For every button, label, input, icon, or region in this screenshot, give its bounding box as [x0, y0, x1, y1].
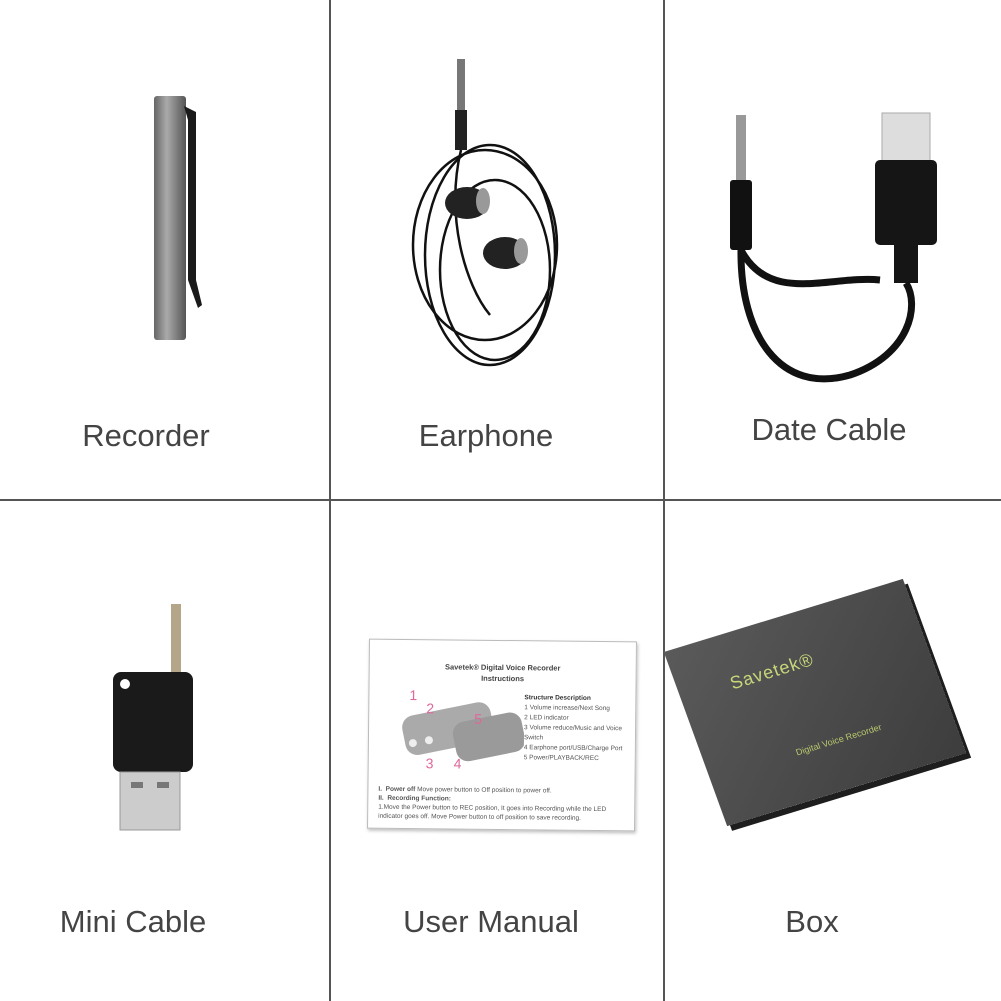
- structure-title: Structure Description: [524, 694, 591, 702]
- recording-text: 1.Move the Power button to REC position,…: [378, 803, 607, 822]
- user-manual-label: User Manual: [403, 904, 579, 939]
- power-off-text: Move power button to Off position to pow…: [417, 786, 552, 795]
- recording-num: II.: [378, 794, 384, 802]
- mini-cable-label: Mini Cable: [59, 904, 207, 939]
- recorder-label: Recorder: [82, 418, 210, 453]
- grid-divider-horizontal: [0, 499, 1001, 501]
- power-off-num: I.: [378, 785, 383, 793]
- structure-item: 3 Volume reduce/Music and Voice Switch: [523, 724, 623, 742]
- recorder-image: [154, 96, 202, 340]
- manual-number-1: 1: [409, 688, 417, 703]
- structure-description: Structure Description 1 Volume increase/…: [524, 693, 635, 764]
- date-cable-label: Date Cable: [751, 412, 907, 447]
- earphone-label: Earphone: [418, 418, 554, 453]
- recording-title: Recording Function:: [387, 794, 451, 803]
- manual-instructions: I. Power off Move power button to Off po…: [378, 785, 624, 824]
- box-label: Box: [785, 904, 839, 939]
- manual-number-5: 5: [474, 711, 482, 727]
- user-manual-image: Savetek® Digital Voice Recorder Instruct…: [367, 638, 637, 832]
- mini-cable-image: [113, 604, 193, 831]
- manual-number-4: 4: [454, 755, 462, 771]
- power-off-title: Power off: [385, 785, 416, 794]
- box-brand-logo: Savetek®: [727, 649, 817, 694]
- manual-subtitle: Instructions: [481, 673, 525, 684]
- earphone-image: [411, 59, 559, 367]
- manual-number-3: 3: [426, 755, 434, 771]
- date-cable-image: [730, 112, 937, 383]
- box-subtitle: Digital Voice Recorder: [794, 721, 883, 758]
- manual-title: Savetek® Digital Voice Recorder: [444, 662, 561, 673]
- structure-item: 5 Power/PLAYBACK/REC: [523, 754, 599, 763]
- manual-number-2: 2: [426, 700, 434, 716]
- recorder-diagram: 1 2 3 4 5: [402, 688, 525, 772]
- box-image: Savetek® Digital Voice Recorder: [663, 578, 967, 827]
